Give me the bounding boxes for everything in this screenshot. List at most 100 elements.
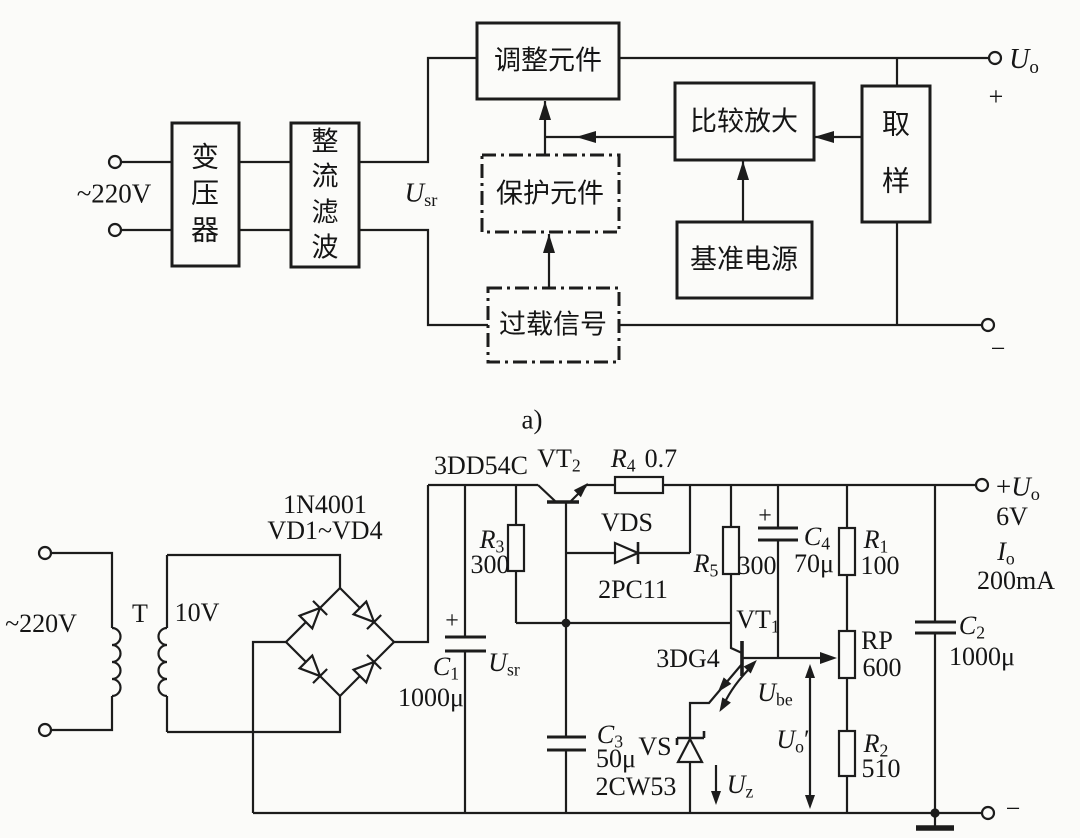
arrow-overload-to-protection [543,234,555,253]
vs-part-label: 2CW53 [595,772,677,801]
resistor-r4-body [613,475,665,495]
diode-vd2 [351,599,382,630]
ac-terminal-bottom [37,722,53,738]
c3-label: C3 [596,720,624,752]
c1-plus-label: + [445,608,459,634]
r1-label: R1 [863,525,889,557]
ac-input-label: ~220V [76,178,152,209]
c3-value-label: 50μ [596,744,636,773]
regulator-block [475,21,621,101]
vt2-label: VT2 [537,444,581,476]
bridge-part-label: 1N4001 [283,490,367,519]
ac-input-label-schematic: ~220V [5,609,77,638]
diode-vd1 [297,600,328,631]
dc-output-terminal-minus [980,805,996,821]
rp-wiper-arrow [820,652,837,664]
c2-value-label: 1000μ [949,642,1015,671]
rectifier-filter-block-label: 整流滤波 [311,126,339,263]
ube-label: Ube [757,678,793,710]
output-voltage-label: +Uo [996,471,1040,505]
block-diagram-arrowheads [539,101,834,253]
block-diagram-wires [107,50,1003,333]
secondary-voltage-label: 10V [174,598,220,627]
comparator-block [673,81,816,162]
bridge-designators-label: VD1~VD4 [267,516,383,545]
c4-plus-label: + [758,503,772,529]
usr-schematic-label: Usr [488,648,520,680]
dc-output-terminal-plus [974,477,990,493]
uo-block-label: Uo [1009,44,1039,78]
uo-prime-arrow-top [805,664,815,678]
arrow-reference-to-comparator [737,161,749,180]
r3-label: R3 [479,525,505,557]
vs-label: VS [638,732,672,761]
c1-value-label: 1000μ [398,683,464,712]
vds-label: VDS [600,508,654,537]
output-current-label: Io [997,537,1015,569]
r1-value-label: 100 [860,551,900,580]
transformer-block [170,121,241,268]
secondary-winding [157,626,168,698]
r2-value-label: 510 [861,754,901,783]
arrow-sampling-to-comparator [814,131,834,143]
c2-capacitor-plates [915,620,956,635]
reference-block [675,220,814,300]
rectifier-filter-block [289,121,361,269]
uo-prime-label: Uo′ [776,725,810,757]
resistor-r2-body [837,729,857,778]
diode-vd3 [297,653,328,684]
input-terminal-top [107,154,123,170]
bridge-diamond [284,586,396,698]
vt2-part-label: 3DD54C [434,451,528,480]
junction-dot-base-node [561,618,571,628]
transformer-name-label: T [132,599,148,628]
protection-block-label: 保护元件 [496,178,604,209]
bridge-diodes [297,599,382,685]
c1-label: C1 [432,652,460,684]
primary-winding [111,626,122,698]
caption-a: a) [521,404,543,435]
schematic-wires [37,477,996,831]
comparator-block-label: 比较放大 [690,106,798,137]
resistor-bodies [506,475,857,778]
output-voltage-value: 6V [996,502,1028,531]
input-terminal-bottom [107,222,123,238]
sampling-block-label: 取样 [881,109,910,198]
regulator-block-label: 调整元件 [494,45,602,76]
junction-dot-ground [930,808,940,818]
r3-value-label: 300 [470,550,510,579]
arrow-to-regulator-h [576,131,596,143]
output-minus-label: − [1005,794,1021,823]
c4-label: C4 [803,522,831,554]
resistor-r1-body [837,526,857,577]
usr-block-label: Usr [404,177,438,211]
transformer-block-label: 变压器 [190,142,219,247]
rp-label: RP [861,626,893,655]
output-current-value: 200mA [977,566,1055,595]
c3-capacitor-plates [547,735,586,752]
uz-arrow [711,791,721,805]
minus-block-label: − [990,334,1006,363]
sampling-block [860,84,932,224]
vt1-label: VT1 [736,605,780,637]
ac-terminal-top [37,545,53,561]
overload-block-dashed [486,286,621,364]
uz-label: Uz [726,770,754,802]
transistor-vt2 [537,483,588,504]
potentiometer-rp-body [837,629,857,680]
c2-label: C2 [958,611,986,643]
plus-block-label: + [988,82,1004,111]
annotation-arrows [711,659,815,809]
vt1-part-label: 3DG4 [656,644,720,673]
overload-block-label: 过载信号 [499,309,607,340]
transistor-vt1 [717,641,744,693]
c4-capacitor-plates [758,526,798,542]
resistor-r5-body [721,525,741,576]
diode-vd4 [351,654,382,685]
protection-diode-vds [613,541,641,565]
protection-block-dashed [480,153,621,234]
c4-value-label: 70μ [794,549,834,578]
block-diagram-boxes [170,21,932,364]
